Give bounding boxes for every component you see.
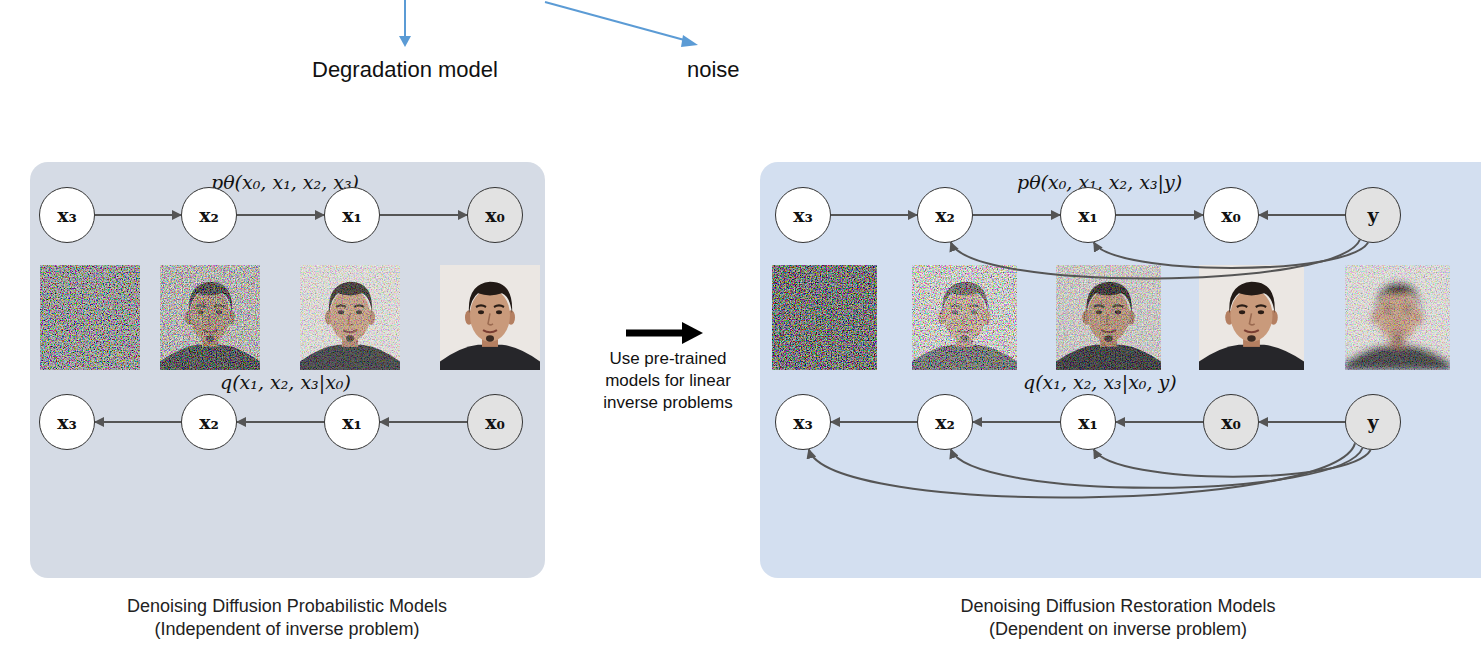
diagram-panel: pθ(x₀, x₁, x₂, x₃)q(x₁, x₂, x₃|x₀)Denois… xyxy=(30,162,545,578)
degraded-image xyxy=(1345,265,1450,370)
panel-caption: Denoising Diffusion Restoration Models (… xyxy=(928,595,1308,641)
flow-arrow xyxy=(831,421,917,423)
variable-circle: x₀ xyxy=(467,394,523,450)
variable-circle: x₀ xyxy=(1203,187,1259,243)
variable-name: y xyxy=(1367,206,1378,225)
variable-circle: y xyxy=(1345,187,1401,243)
flow-arrow xyxy=(1116,214,1203,216)
variable-circle: x₂ xyxy=(181,187,237,243)
flow-arrow xyxy=(973,214,1060,216)
variable-name: x₃ xyxy=(57,413,77,432)
variable-name: x₃ xyxy=(57,206,77,225)
flow-arrow xyxy=(1259,214,1345,216)
variable-name: x₀ xyxy=(1221,413,1241,432)
variable-circle: x₁ xyxy=(324,187,380,243)
variable-name: x₁ xyxy=(342,206,362,225)
noise-image xyxy=(40,265,140,370)
variable-name: x₃ xyxy=(793,206,813,225)
flow-arrow xyxy=(1259,421,1345,423)
flow-arrow xyxy=(809,443,1355,497)
variable-name: y xyxy=(1367,413,1378,432)
process-formula: q(x₁, x₂, x₃|x₀) xyxy=(220,370,351,394)
face-image xyxy=(300,265,400,370)
flow-arrow xyxy=(973,421,1060,423)
variable-name: x₂ xyxy=(199,206,219,225)
noise-image xyxy=(772,265,877,370)
variable-circle: x₃ xyxy=(775,187,831,243)
variable-name: x₀ xyxy=(485,413,505,432)
flow-arrow xyxy=(1094,242,1368,268)
arrow-note: Use pre-trained models for linear invers… xyxy=(593,348,743,414)
variable-name: x₁ xyxy=(342,413,362,432)
variable-circle: x₁ xyxy=(1060,394,1116,450)
variable-circle: x₂ xyxy=(917,187,973,243)
variable-name: x₁ xyxy=(1078,206,1098,225)
annotation-label: Degradation model xyxy=(312,55,498,84)
variable-circle: x₀ xyxy=(467,187,523,243)
variable-name: x₃ xyxy=(793,413,813,432)
leader-arrow xyxy=(399,0,698,47)
flow-arrow xyxy=(831,214,917,216)
variable-name: x₂ xyxy=(199,413,219,432)
panel-ground xyxy=(30,162,545,578)
flow-arrow xyxy=(380,214,467,216)
flow-arrow xyxy=(95,421,181,423)
variable-name: x₂ xyxy=(935,206,955,225)
variable-circle: x₂ xyxy=(917,394,973,450)
flow-arrow xyxy=(95,214,181,216)
panel-caption: Denoising Diffusion Probabilistic Models… xyxy=(97,595,477,641)
annotation-label: noise xyxy=(687,55,740,84)
flow-arrow xyxy=(237,421,324,423)
flow-arrow xyxy=(380,421,467,423)
variable-circle: x₂ xyxy=(181,394,237,450)
variable-name: x₀ xyxy=(485,206,505,225)
variable-name: x₂ xyxy=(935,413,955,432)
transfer-arrow xyxy=(626,322,703,344)
variable-circle: x₁ xyxy=(324,394,380,450)
flow-arrow xyxy=(951,240,1360,279)
variable-circle: x₀ xyxy=(1203,394,1259,450)
face-image xyxy=(440,265,540,370)
face-image xyxy=(1056,265,1161,370)
flow-arrow xyxy=(1116,421,1203,423)
diagram-panel: pθ(x₀, x₁, x₂, x₃|y)q(x₁, x₂, x₃|x₀, y)D… xyxy=(760,162,1481,578)
flow-arrow xyxy=(951,448,1363,488)
variable-circle: y xyxy=(1345,394,1401,450)
process-formula: q(x₁, x₂, x₃|x₀, y) xyxy=(1023,370,1177,394)
variable-name: x₀ xyxy=(1221,206,1241,225)
flow-arrow xyxy=(1094,449,1371,476)
variable-circle: x₃ xyxy=(39,394,95,450)
variable-circle: x₁ xyxy=(1060,187,1116,243)
variable-circle: x₃ xyxy=(775,394,831,450)
variable-circle: x₃ xyxy=(39,187,95,243)
face-image xyxy=(1199,265,1304,370)
flow-arrow xyxy=(237,214,324,216)
variable-name: x₁ xyxy=(1078,413,1098,432)
face-image xyxy=(160,265,260,370)
panel-ground xyxy=(760,162,1481,578)
face-image xyxy=(912,265,1017,370)
